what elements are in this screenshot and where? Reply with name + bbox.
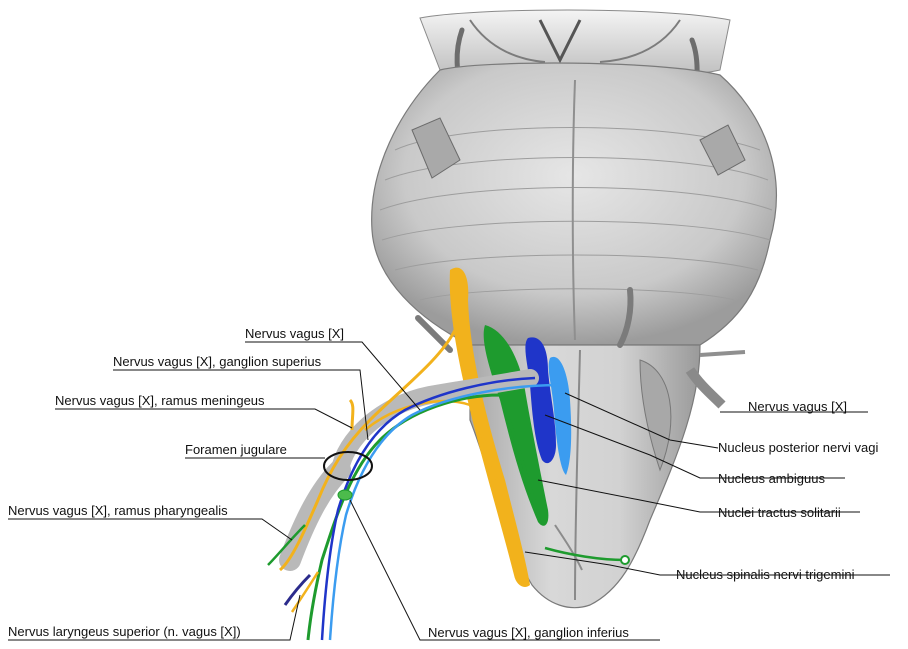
label-nervus-vagus-right: Nervus vagus [X] (748, 399, 847, 414)
label-nervus-vagus-top: Nervus vagus [X] (245, 326, 344, 341)
label-laryngeus-superior: Nervus laryngeus superior (n. vagus [X]) (8, 624, 241, 639)
label-foramen-jugulare: Foramen jugulare (185, 442, 287, 457)
label-ganglion-superius: Nervus vagus [X], ganglion superius (113, 354, 321, 369)
label-ramus-meningeus: Nervus vagus [X], ramus meningeus (55, 393, 265, 408)
label-nucleus-ambiguus: Nucleus ambiguus (718, 471, 825, 486)
label-nucleus-posterior: Nucleus posterior nervi vagi (718, 440, 878, 455)
label-ramus-pharyngealis: Nervus vagus [X], ramus pharyngealis (8, 503, 228, 518)
label-nucleus-spinalis-trigemini: Nucleus spinalis nervi trigemini (676, 567, 854, 582)
label-nuclei-tractus-solitarii: Nuclei tractus solitarii (718, 505, 841, 520)
pons (372, 63, 777, 345)
label-ganglion-inferius: Nervus vagus [X], ganglion inferius (428, 625, 629, 640)
